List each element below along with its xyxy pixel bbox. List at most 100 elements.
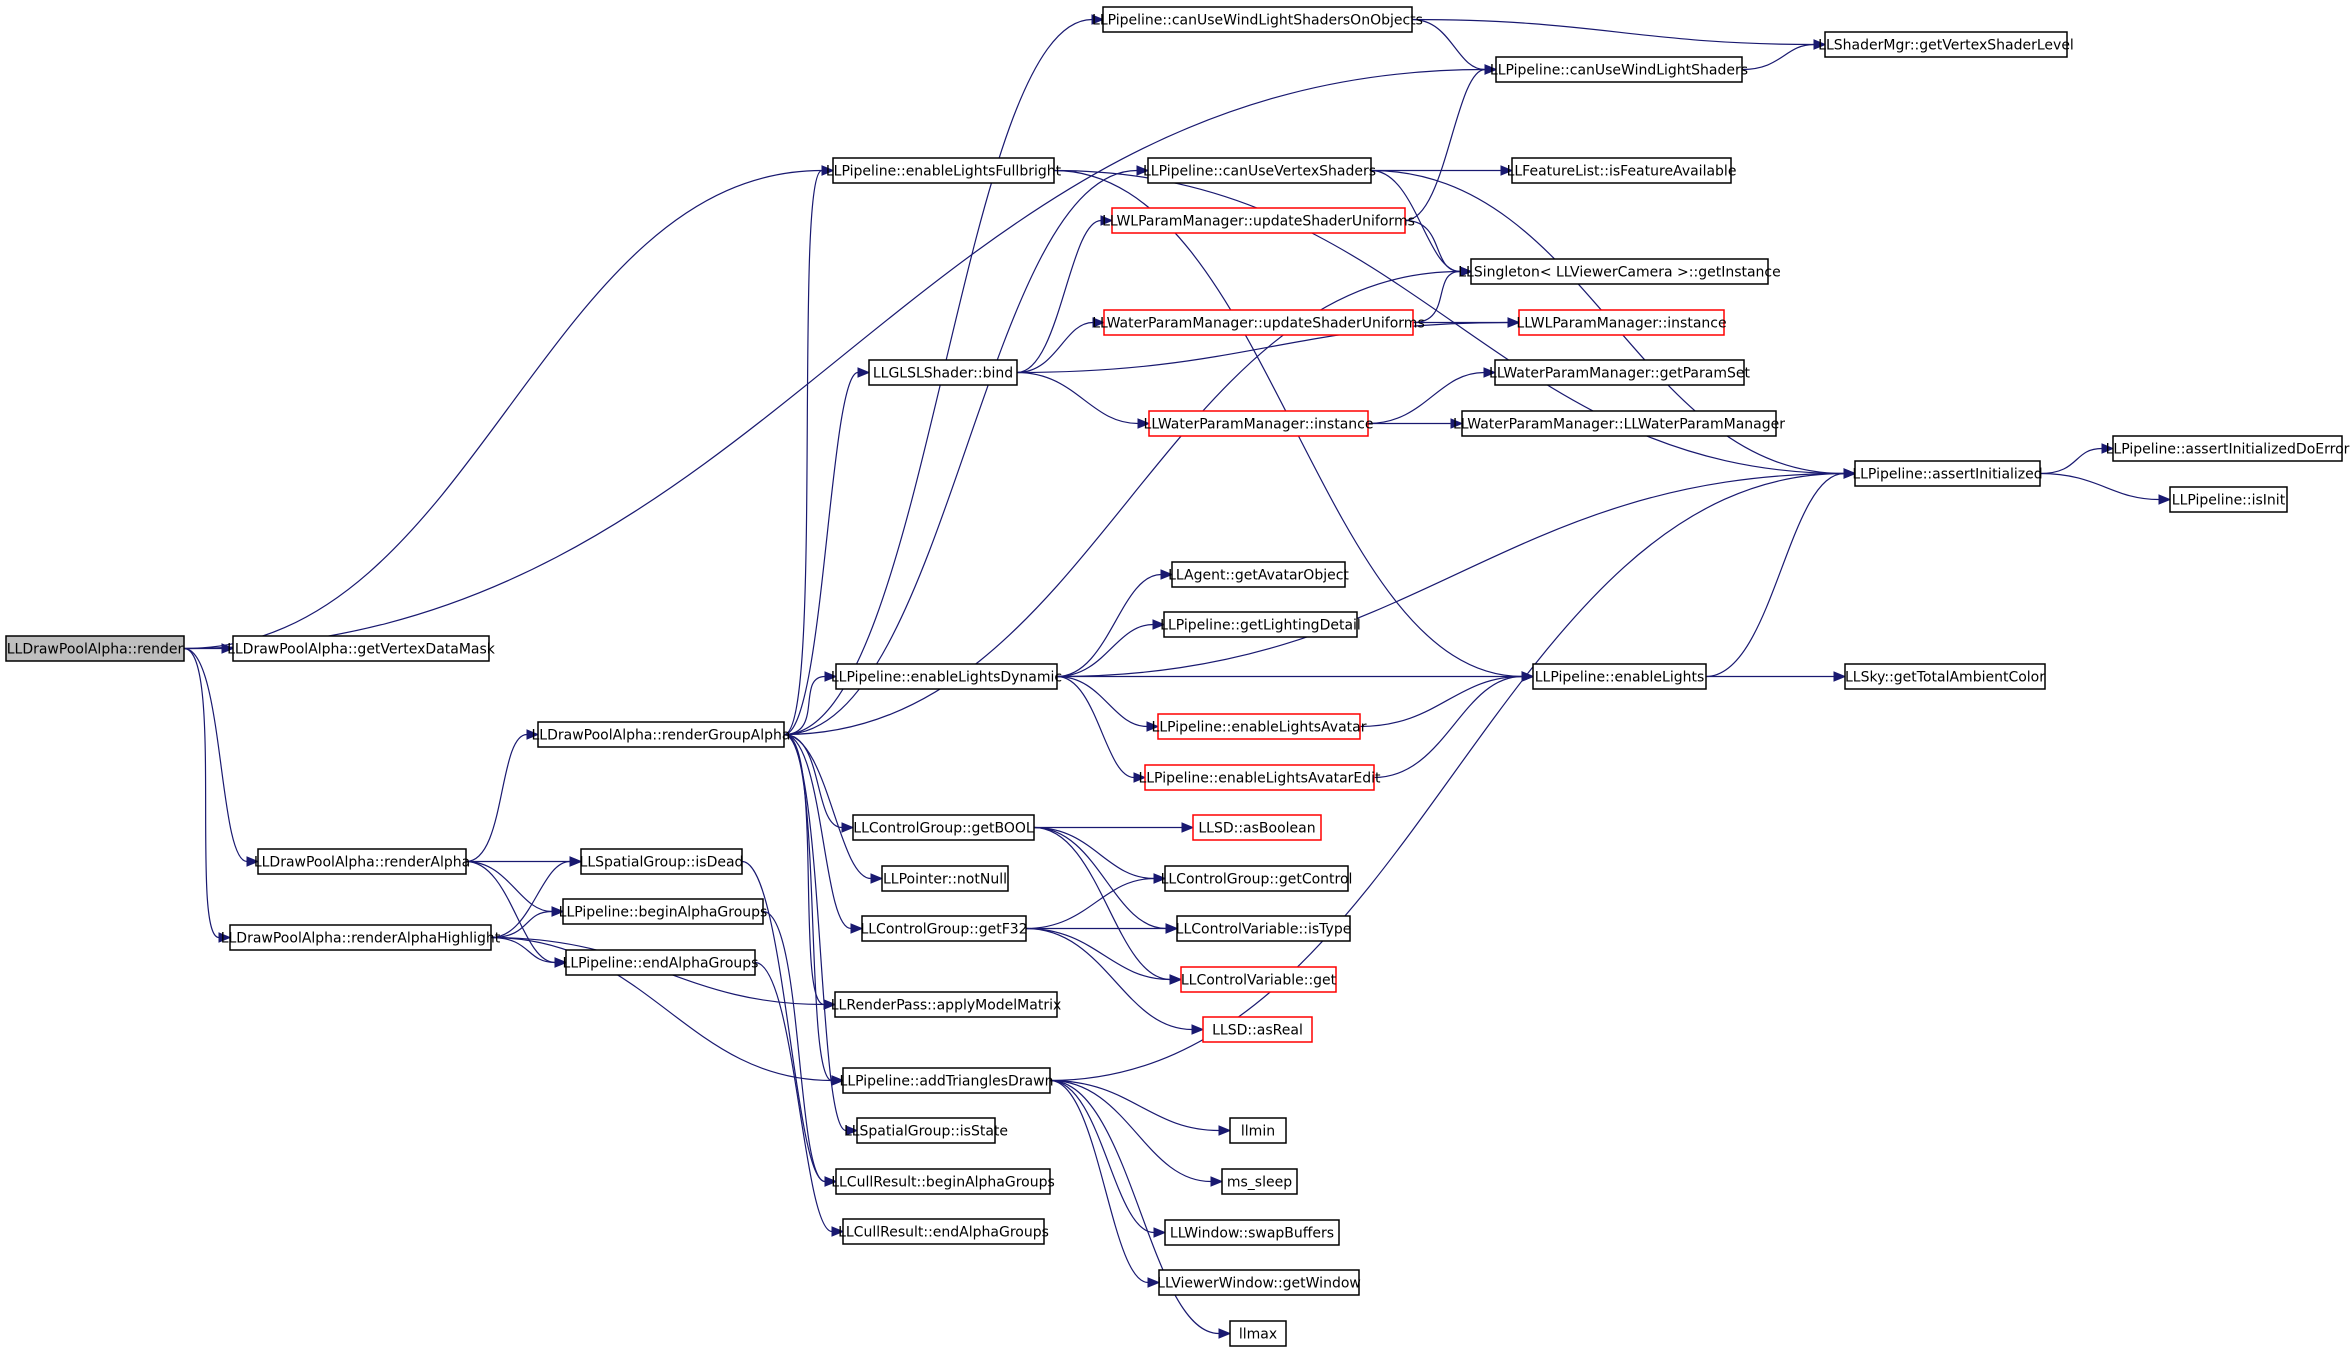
node-llpipeline-isinit[interactable]: LLPipeline::isInit: [2169, 486, 2288, 513]
node-box[interactable]: [1229, 1320, 1287, 1347]
node-llwaterparammanager-updateshaderuniforms[interactable]: LLWaterParamManager::updateShaderUniform…: [1092, 309, 1425, 336]
node-box[interactable]: [1518, 309, 1725, 336]
node-box[interactable]: [1221, 1168, 1298, 1195]
node-llrenderpass-applymodelmatrix[interactable]: LLRenderPass::applyModelMatrix: [831, 991, 1062, 1018]
node-box[interactable]: [1461, 410, 1777, 437]
node-llshadermgr-getvertexshaderlevel[interactable]: LLShaderMgr::getVertexShaderLevel: [1818, 31, 2074, 58]
node-llpipeline-getlightingdetail[interactable]: LLPipeline::getLightingDetail: [1160, 611, 1361, 638]
node-box[interactable]: [1844, 663, 2046, 690]
node-box[interactable]: [1202, 1016, 1313, 1043]
node-box[interactable]: [1102, 6, 1413, 33]
node-lldrawpoolalpha-rendergroupalpha[interactable]: LLDrawPoolAlpha::renderGroupAlpha: [532, 721, 791, 748]
node-box[interactable]: [1164, 1219, 1340, 1246]
node-box[interactable]: [229, 924, 492, 951]
node-box[interactable]: [868, 359, 1018, 386]
node-box[interactable]: [1532, 663, 1707, 690]
node-box[interactable]: [1495, 56, 1743, 83]
node-box[interactable]: [1824, 31, 2068, 58]
node-box[interactable]: [881, 865, 1009, 892]
node-ms-sleep[interactable]: ms_sleep: [1221, 1168, 1298, 1195]
node-llpipeline-enablelightsavatar[interactable]: LLPipeline::enableLightsAvatar: [1152, 713, 1367, 740]
node-llwaterparammanager-instance[interactable]: LLWaterParamManager::instance: [1144, 410, 1374, 437]
node-llfeaturelist-isfeatureavailable[interactable]: LLFeatureList::isFeatureAvailable: [1507, 157, 1737, 184]
node-llpipeline-enablelightsavataredit[interactable]: LLPipeline::enableLightsAvatarEdit: [1138, 764, 1381, 791]
node-box[interactable]: [1157, 713, 1361, 740]
node-llsd-asreal[interactable]: LLSD::asReal: [1202, 1016, 1313, 1043]
node-lldrawpoolalpha-renderalphahighlight[interactable]: LLDrawPoolAlpha::renderAlphaHighlight: [221, 924, 501, 951]
node-box[interactable]: [842, 1218, 1045, 1245]
node-box[interactable]: [1163, 611, 1358, 638]
node-lldrawpoolalpha-renderalpha[interactable]: LLDrawPoolAlpha::renderAlpha: [254, 848, 470, 875]
node-box[interactable]: [1103, 309, 1414, 336]
node-llpipeline-canusewindlightshadersonobjects[interactable]: LLPipeline::canUseWindLightShadersOnObje…: [1092, 6, 1423, 33]
node-llcontrolvariable-get[interactable]: LLControlVariable::get: [1180, 966, 1337, 993]
node-box[interactable]: [1164, 865, 1349, 892]
node-box[interactable]: [1176, 915, 1351, 942]
node-llpipeline-addtrianglesdrawn[interactable]: LLPipeline::addTrianglesDrawn: [840, 1067, 1054, 1094]
node-box[interactable]: [2169, 486, 2288, 513]
node-box[interactable]: [1111, 207, 1406, 234]
node-llspatialgroup-isdead[interactable]: LLSpatialGroup::isDead: [580, 848, 744, 875]
node-box[interactable]: [1470, 258, 1769, 285]
node-llwaterparammanager-getparamset[interactable]: LLWaterParamManager::getParamSet: [1489, 359, 1750, 386]
node-lldrawpoolalpha-getvertexdatamask[interactable]: LLDrawPoolAlpha::getVertexDataMask: [227, 635, 496, 662]
node-lldrawpoolalpha-render[interactable]: LLDrawPoolAlpha::render: [5, 635, 185, 662]
node-box[interactable]: [832, 157, 1055, 184]
node-box[interactable]: [1147, 157, 1372, 184]
node-box[interactable]: [565, 949, 756, 976]
node-llcontrolgroup-getbool[interactable]: LLControlGroup::getBOOL: [852, 814, 1035, 841]
node-box[interactable]: [1158, 1269, 1360, 1296]
node-box[interactable]: [1229, 1117, 1287, 1144]
node-box[interactable]: [842, 1067, 1051, 1094]
node-llpipeline-assertinitializeddoerror[interactable]: LLPipeline::assertInitializedDoError: [2106, 435, 2350, 462]
node-box[interactable]: [1148, 410, 1369, 437]
node-box[interactable]: [834, 991, 1058, 1018]
node-box[interactable]: [1854, 460, 2041, 487]
node-box[interactable]: [562, 898, 764, 925]
node-llagent-getavatarobject[interactable]: LLAgent::getAvatarObject: [1168, 561, 1349, 588]
node-llwlparammanager-instance[interactable]: LLWLParamManager::instance: [1516, 309, 1727, 336]
node-llpipeline-endalphagroups[interactable]: LLPipeline::endAlphaGroups: [563, 949, 759, 976]
node-box[interactable]: [257, 848, 467, 875]
node-llcontrolgroup-getcontrol[interactable]: LLControlGroup::getControl: [1161, 865, 1353, 892]
node-box[interactable]: [232, 635, 490, 662]
node-llpipeline-enablelightsfullbright[interactable]: LLPipeline::enableLightsFullbright: [826, 157, 1062, 184]
node-llviewerwindow-getwindow[interactable]: LLViewerWindow::getWindow: [1157, 1269, 1361, 1296]
node-llwaterparammanager-llwaterparammanager[interactable]: LLWaterParamManager::LLWaterParamManager: [1453, 410, 1785, 437]
node-llcontrolvariable-istype[interactable]: LLControlVariable::isType: [1176, 915, 1352, 942]
node-llspatialgroup-isstate[interactable]: LLSpatialGroup::isState: [844, 1117, 1008, 1144]
node-box[interactable]: [852, 814, 1035, 841]
node-llpipeline-canusewindlightshaders[interactable]: LLPipeline::canUseWindLightShaders: [1490, 56, 1748, 83]
node-llpipeline-enablelightsdynamic[interactable]: LLPipeline::enableLightsDynamic: [831, 663, 1062, 690]
node-llcullresult-endalphagroups[interactable]: LLCullResult::endAlphaGroups: [838, 1218, 1049, 1245]
node-llsky-gettotalambientcolor[interactable]: LLSky::getTotalAmbientColor: [1844, 663, 2046, 690]
node-llpipeline-enablelights[interactable]: LLPipeline::enableLights: [1532, 663, 1707, 690]
node-llpipeline-canusevertexshaders[interactable]: LLPipeline::canUseVertexShaders: [1143, 157, 1376, 184]
node-box[interactable]: [1171, 561, 1346, 588]
node-box[interactable]: [2112, 435, 2343, 462]
node-box[interactable]: [5, 635, 185, 662]
node-box[interactable]: [1180, 966, 1337, 993]
node-llcontrolgroup-getf32[interactable]: LLControlGroup::getF32: [860, 915, 1028, 942]
node-box[interactable]: [1192, 814, 1322, 841]
node-llmax[interactable]: llmax: [1229, 1320, 1287, 1347]
node-box[interactable]: [861, 915, 1027, 942]
node-llcullresult-beginalphagroups[interactable]: LLCullResult::beginAlphaGroups: [831, 1168, 1055, 1195]
node-box[interactable]: [1494, 359, 1745, 386]
node-llwindow-swapbuffers[interactable]: LLWindow::swapBuffers: [1164, 1219, 1340, 1246]
node-box[interactable]: [1511, 157, 1732, 184]
node-box[interactable]: [856, 1117, 996, 1144]
node-llpipeline-assertinitialized[interactable]: LLPipeline::assertInitialized: [1852, 460, 2043, 487]
node-box[interactable]: [580, 848, 743, 875]
node-llmin[interactable]: llmin: [1229, 1117, 1287, 1144]
node-llpointer-notnull[interactable]: LLPointer::notNull: [881, 865, 1009, 892]
node-box[interactable]: [835, 1168, 1051, 1195]
node-llwlparammanager-updateshaderuniforms[interactable]: LLWLParamManager::updateShaderUniforms: [1102, 207, 1415, 234]
node-box[interactable]: [835, 663, 1058, 690]
node-llsd-asboolean[interactable]: LLSD::asBoolean: [1192, 814, 1322, 841]
node-box[interactable]: [1144, 764, 1375, 791]
node-llpipeline-beginalphagroups[interactable]: LLPipeline::beginAlphaGroups: [559, 898, 768, 925]
node-llsingleton-llviewercamera-getinstance[interactable]: LLSingleton< LLViewerCamera >::getInstan…: [1458, 258, 1781, 285]
node-llglslshader-bind[interactable]: LLGLSLShader::bind: [868, 359, 1018, 386]
node-box[interactable]: [537, 721, 785, 748]
